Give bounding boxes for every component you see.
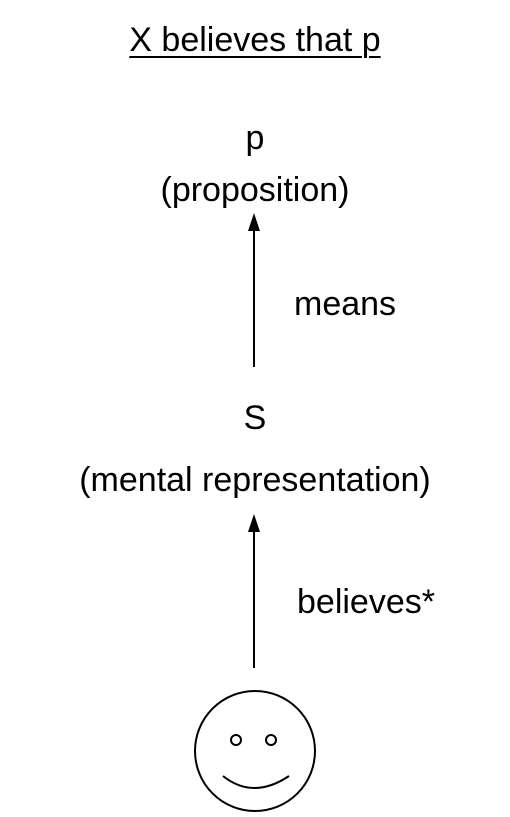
means-edge-label: means (294, 285, 397, 323)
left-eye (230, 734, 242, 746)
right-eye (265, 734, 277, 746)
representation-description: (mental representation) (79, 461, 431, 499)
proposition-symbol: p (245, 119, 265, 157)
proposition-description: (proposition) (160, 171, 350, 209)
smile (222, 775, 290, 789)
smiley-face-icon (194, 690, 316, 812)
believes-arrow (248, 514, 260, 668)
believes-arrowhead (248, 514, 260, 532)
believes-edge-label: believes* (297, 583, 435, 621)
means-arrowhead (248, 213, 260, 231)
diagram-title: X believes that p (129, 21, 381, 59)
representation-symbol: S (243, 399, 267, 437)
means-arrow (248, 213, 260, 367)
face-outline (194, 690, 316, 812)
